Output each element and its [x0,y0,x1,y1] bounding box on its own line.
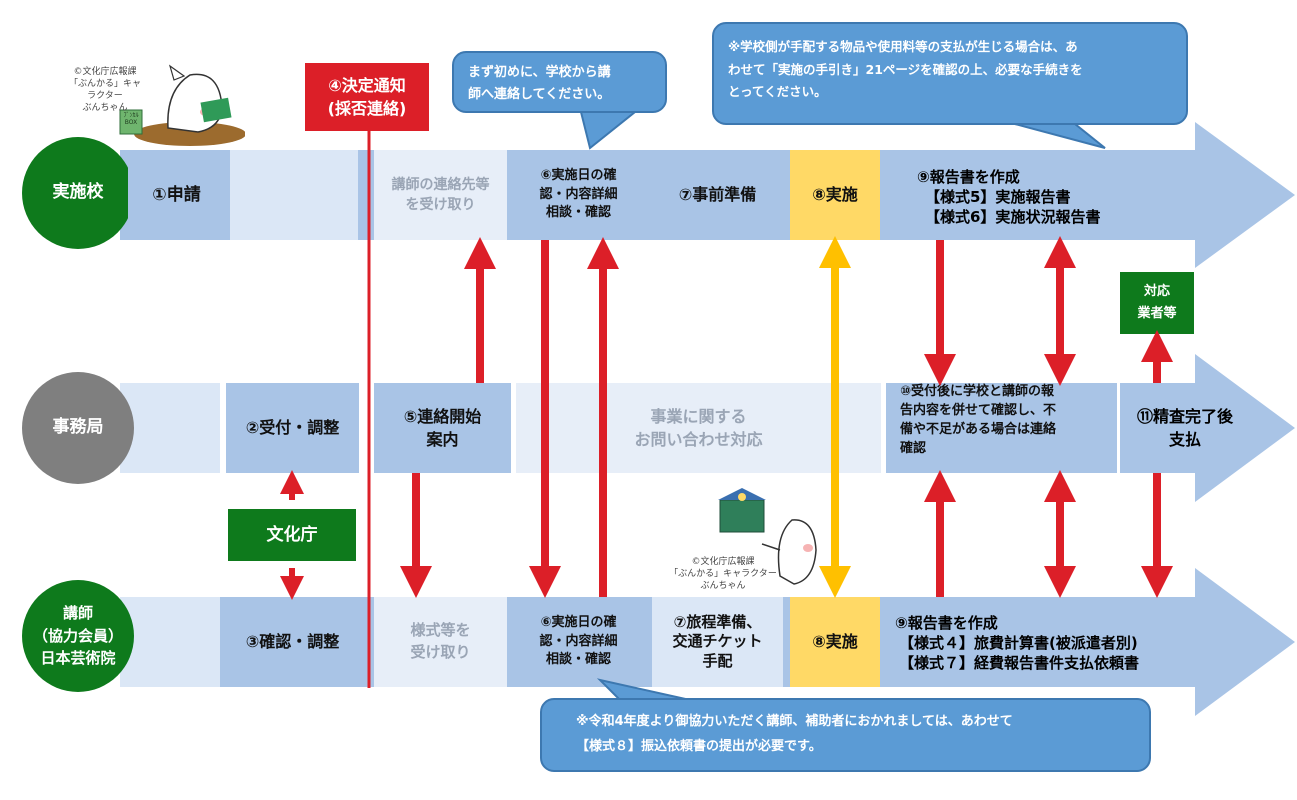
inquiry-support: 事業に関する お問い合わせ対応 [516,383,881,473]
callout-school-note: ※学校側が手配する物品や使用料等の支払が生じる場合は、あ わせて「実施の手引き」… [712,22,1188,125]
mascot-mid-illustration [718,488,817,585]
lane-lecturer-line1: 講師 [62,604,93,623]
step-5-contact-start: ⑤連絡開始 案内 [374,383,511,473]
step-1-apply: ①申請 [128,150,225,240]
mascot-mid-caption: ©文化庁広報課 「ぶんかる」キャラクター ぶんちゃん [669,557,777,592]
lane-office: 事務局 [22,372,134,484]
mascot-mid: ©文化庁広報課 「ぶんかる」キャラクター ぶんちゃん [668,488,818,596]
step-9-school-report: ⑨報告書を作成 【様式5】実施報告書 【様式6】実施状況報告書 [917,167,1101,227]
mascot-top-illustration [119,64,245,146]
step-10-review: ⑩受付後に学校と講師の報 告内容を併せて確認し、不 備や不足がある場合は連絡 確… [886,383,1117,473]
step-2-receive-adjust: ②受付・調整 [226,383,359,473]
callout-first-contact: まず初めに、学校から講 師へ連絡してください。 [452,51,667,113]
lane-lecturer-line3: 日本芸術院 [40,649,116,668]
step-4-decision-notice: ④決定通知 (採否連絡) [305,63,429,131]
mascot-top-caption: ©文化庁広報課 「ぶんかる」キャラクター ぶんちゃん [68,67,141,114]
step-6-lecturer: ⑥実施日の確 認・内容詳細 相談・確認 [512,597,645,687]
lane-school: 実施校 [22,137,134,249]
step-8-school: ⑧実施 [790,150,880,240]
mascot-top: ©文化庁広報課 「ぶんかる」キャラクター ぶんちゃん ﾌﾞﾝｶﾙ BOX [69,60,245,148]
vendor-label: 対応 業者等 [1120,272,1194,334]
callout-lecturer-note: ※令和4年度より御協力いただく講師、補助者におかれましては、あわせて 【様式８】… [540,698,1151,772]
lecturer-receive-forms: 様式等を 受け取り [374,597,507,687]
office-band-arrow [1120,354,1295,502]
school-empty-box [230,150,358,240]
step-9-lecturer-report: ⑨報告書を作成 【様式４】旅費計算書(被派遣者別) 【様式７】経費報告書件支払依… [895,613,1140,673]
step-11-payment: ⑪精査完了後 支払 [1136,406,1233,449]
school-receive-contact: 講師の連絡先等 を受け取り [374,150,507,240]
step-3-confirm-adjust: ③確認・調整 [226,597,359,687]
step-7-school-prep: ⑦事前準備 [652,150,783,240]
agency-label: 文化庁 [228,509,356,561]
lecturer-band-left [120,597,220,687]
mascot-box-label: ﾌﾞﾝｶﾙ BOX [123,112,139,127]
lane-lecturer: 講師 （協力会員） 日本芸術院 [22,580,134,692]
step-6-school: ⑥実施日の確 認・内容詳細 相談・確認 [512,150,645,240]
office-band-left [120,383,220,473]
step-7-lecturer-travel: ⑦旅程準備、 交通チケット 手配 [652,597,783,687]
lane-lecturer-line2: （協力会員） [32,626,123,645]
step-8-lecturer: ⑧実施 [790,597,880,687]
